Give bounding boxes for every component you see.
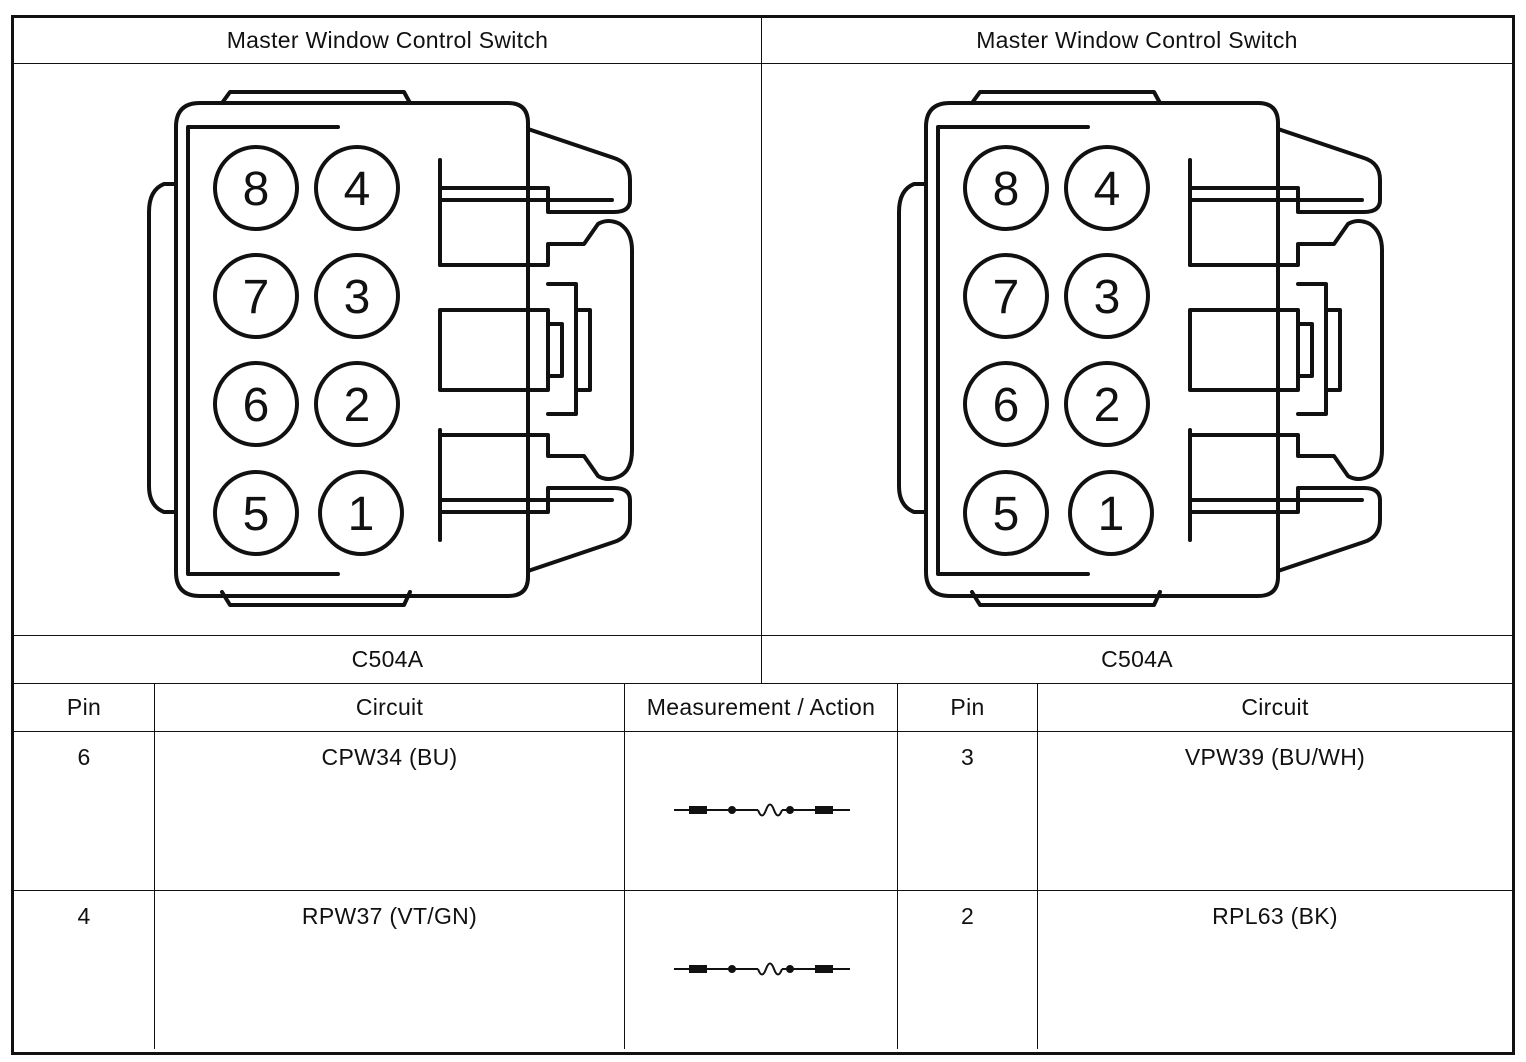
connector-face-diagram: 8 4 7 3 6 2 5 1 [897, 90, 1384, 607]
divider [1037, 683, 1038, 1049]
pin-number: 1 [348, 488, 375, 541]
circuit-cell: RPL63 (BK) [1212, 903, 1338, 929]
pin-number: 7 [993, 271, 1020, 324]
pin-cell: 4 [77, 903, 91, 929]
divider [14, 635, 1512, 636]
pin-circle [314, 361, 400, 447]
pin-circle [314, 145, 400, 231]
pin-circle [1064, 361, 1150, 447]
circuit-cell: RPW37 (VT/GN) [301, 903, 478, 929]
column-header-circuit: Circuit [355, 694, 424, 720]
pin-number: 5 [993, 488, 1020, 541]
column-header-circuit: Circuit [1241, 694, 1309, 720]
pin-number: 3 [1094, 271, 1121, 324]
pin-number: 4 [1094, 163, 1121, 216]
connector-id: C504A [351, 646, 424, 672]
pin-circle [213, 470, 299, 556]
divider [14, 683, 1512, 684]
connector-diagram-table [11, 15, 1515, 1055]
pin-number: 6 [993, 379, 1020, 432]
connector-face-diagram: 8 4 7 3 6 2 5 1 [147, 90, 634, 607]
pin-cell: 2 [960, 903, 975, 929]
divider [761, 18, 762, 683]
pin-circle [1064, 145, 1150, 231]
divider [897, 683, 898, 1049]
pin-number: 5 [243, 488, 270, 541]
divider [624, 683, 625, 1049]
pin-cell: 3 [960, 744, 975, 770]
pin-number: 2 [344, 379, 371, 432]
column-header-measurement: Measurement / Action [646, 694, 876, 720]
pin-number: 8 [993, 163, 1020, 216]
column-header-pin: Pin [950, 694, 985, 720]
pin-circle [318, 470, 404, 556]
pin-circle [314, 253, 400, 339]
divider [14, 890, 1512, 891]
divider [14, 63, 1512, 64]
pin-number: 1 [1098, 488, 1125, 541]
connector-title: Master Window Control Switch [226, 27, 549, 53]
divider [14, 731, 1512, 732]
pin-circle [1064, 253, 1150, 339]
pin-circle [213, 145, 299, 231]
pin-number: 7 [243, 271, 270, 324]
pin-circle [1068, 470, 1154, 556]
pin-number: 2 [1094, 379, 1121, 432]
pin-number: 4 [344, 163, 371, 216]
connector-id: C504A [1101, 646, 1173, 672]
pin-number: 3 [344, 271, 371, 324]
circuit-cell: VPW39 (BU/WH) [1184, 744, 1366, 770]
pin-circle [213, 361, 299, 447]
pin-circle [963, 145, 1049, 231]
pin-circle [963, 361, 1049, 447]
pin-circle [213, 253, 299, 339]
connector-title: Master Window Control Switch [976, 27, 1298, 53]
pin-cell: 6 [77, 744, 91, 770]
divider [154, 683, 155, 1049]
circuit-cell: CPW34 (BU) [321, 744, 458, 770]
pin-number: 6 [243, 379, 270, 432]
pin-circle [963, 470, 1049, 556]
resistance-symbol-icon [674, 803, 850, 817]
pin-number: 8 [243, 163, 270, 216]
column-header-pin: Pin [66, 694, 102, 720]
pin-circle [963, 253, 1049, 339]
resistance-symbol-icon [674, 962, 850, 976]
